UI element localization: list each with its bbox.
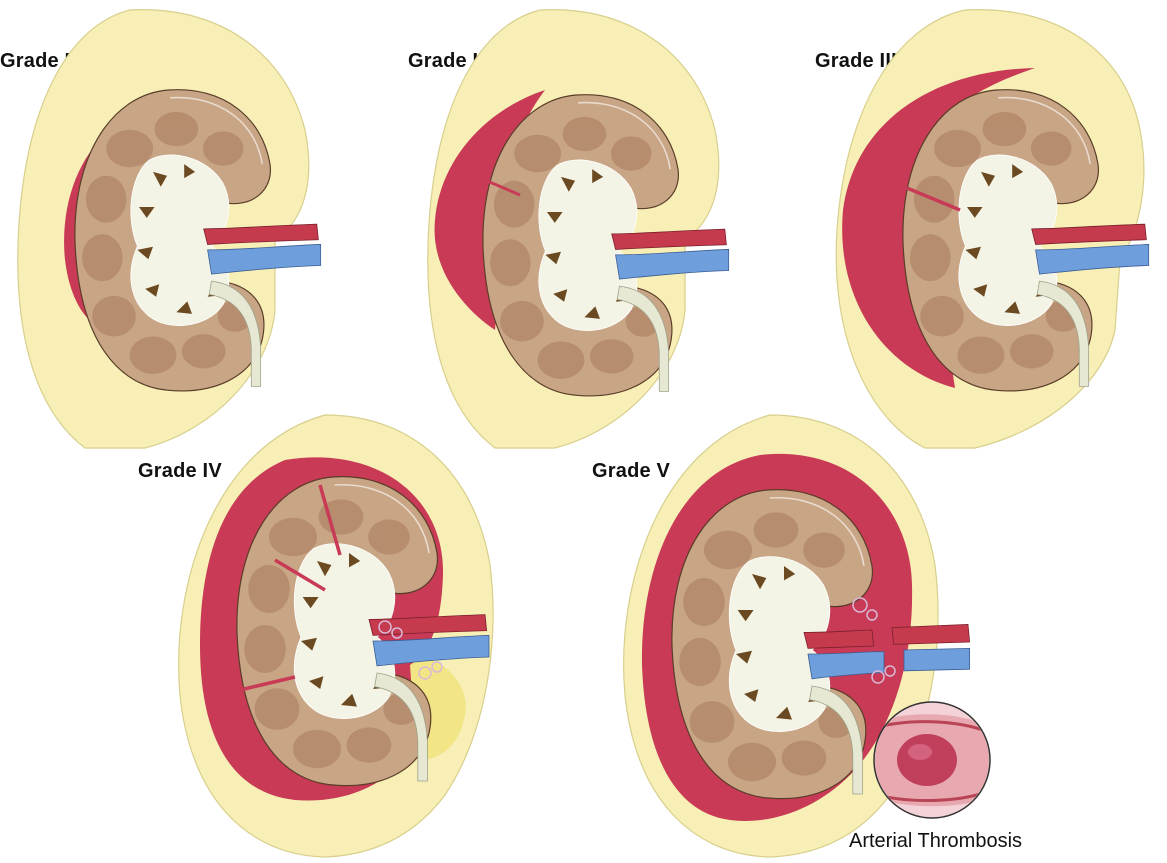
laceration [906, 186, 961, 212]
lacerations [239, 484, 342, 692]
grade-v-kidney-diagram [623, 414, 971, 858]
thrombus [897, 734, 957, 786]
vessel-disruption [852, 597, 896, 684]
arterial-thrombosis-inset [873, 701, 991, 819]
grade-iv-label: Grade IV [138, 460, 222, 482]
vessel-injury [378, 620, 443, 680]
grade-ii-label: Grade II [408, 50, 485, 72]
subcapsular-hematoma [842, 68, 1035, 388]
grade-i-kidney-diagram [17, 9, 322, 449]
grade-i-label: Grade I [0, 50, 71, 72]
inset-caption: Arterial Thrombosis [849, 830, 1023, 852]
grade-v-label: Grade V [592, 460, 671, 482]
grade-iii-label: Grade III [815, 50, 897, 72]
grade-iii-kidney-diagram [835, 9, 1150, 449]
torn-vessels [803, 623, 971, 795]
laceration [484, 178, 521, 197]
grade-iv-kidney-diagram [178, 414, 494, 858]
grade-ii-kidney-diagram [427, 9, 730, 449]
